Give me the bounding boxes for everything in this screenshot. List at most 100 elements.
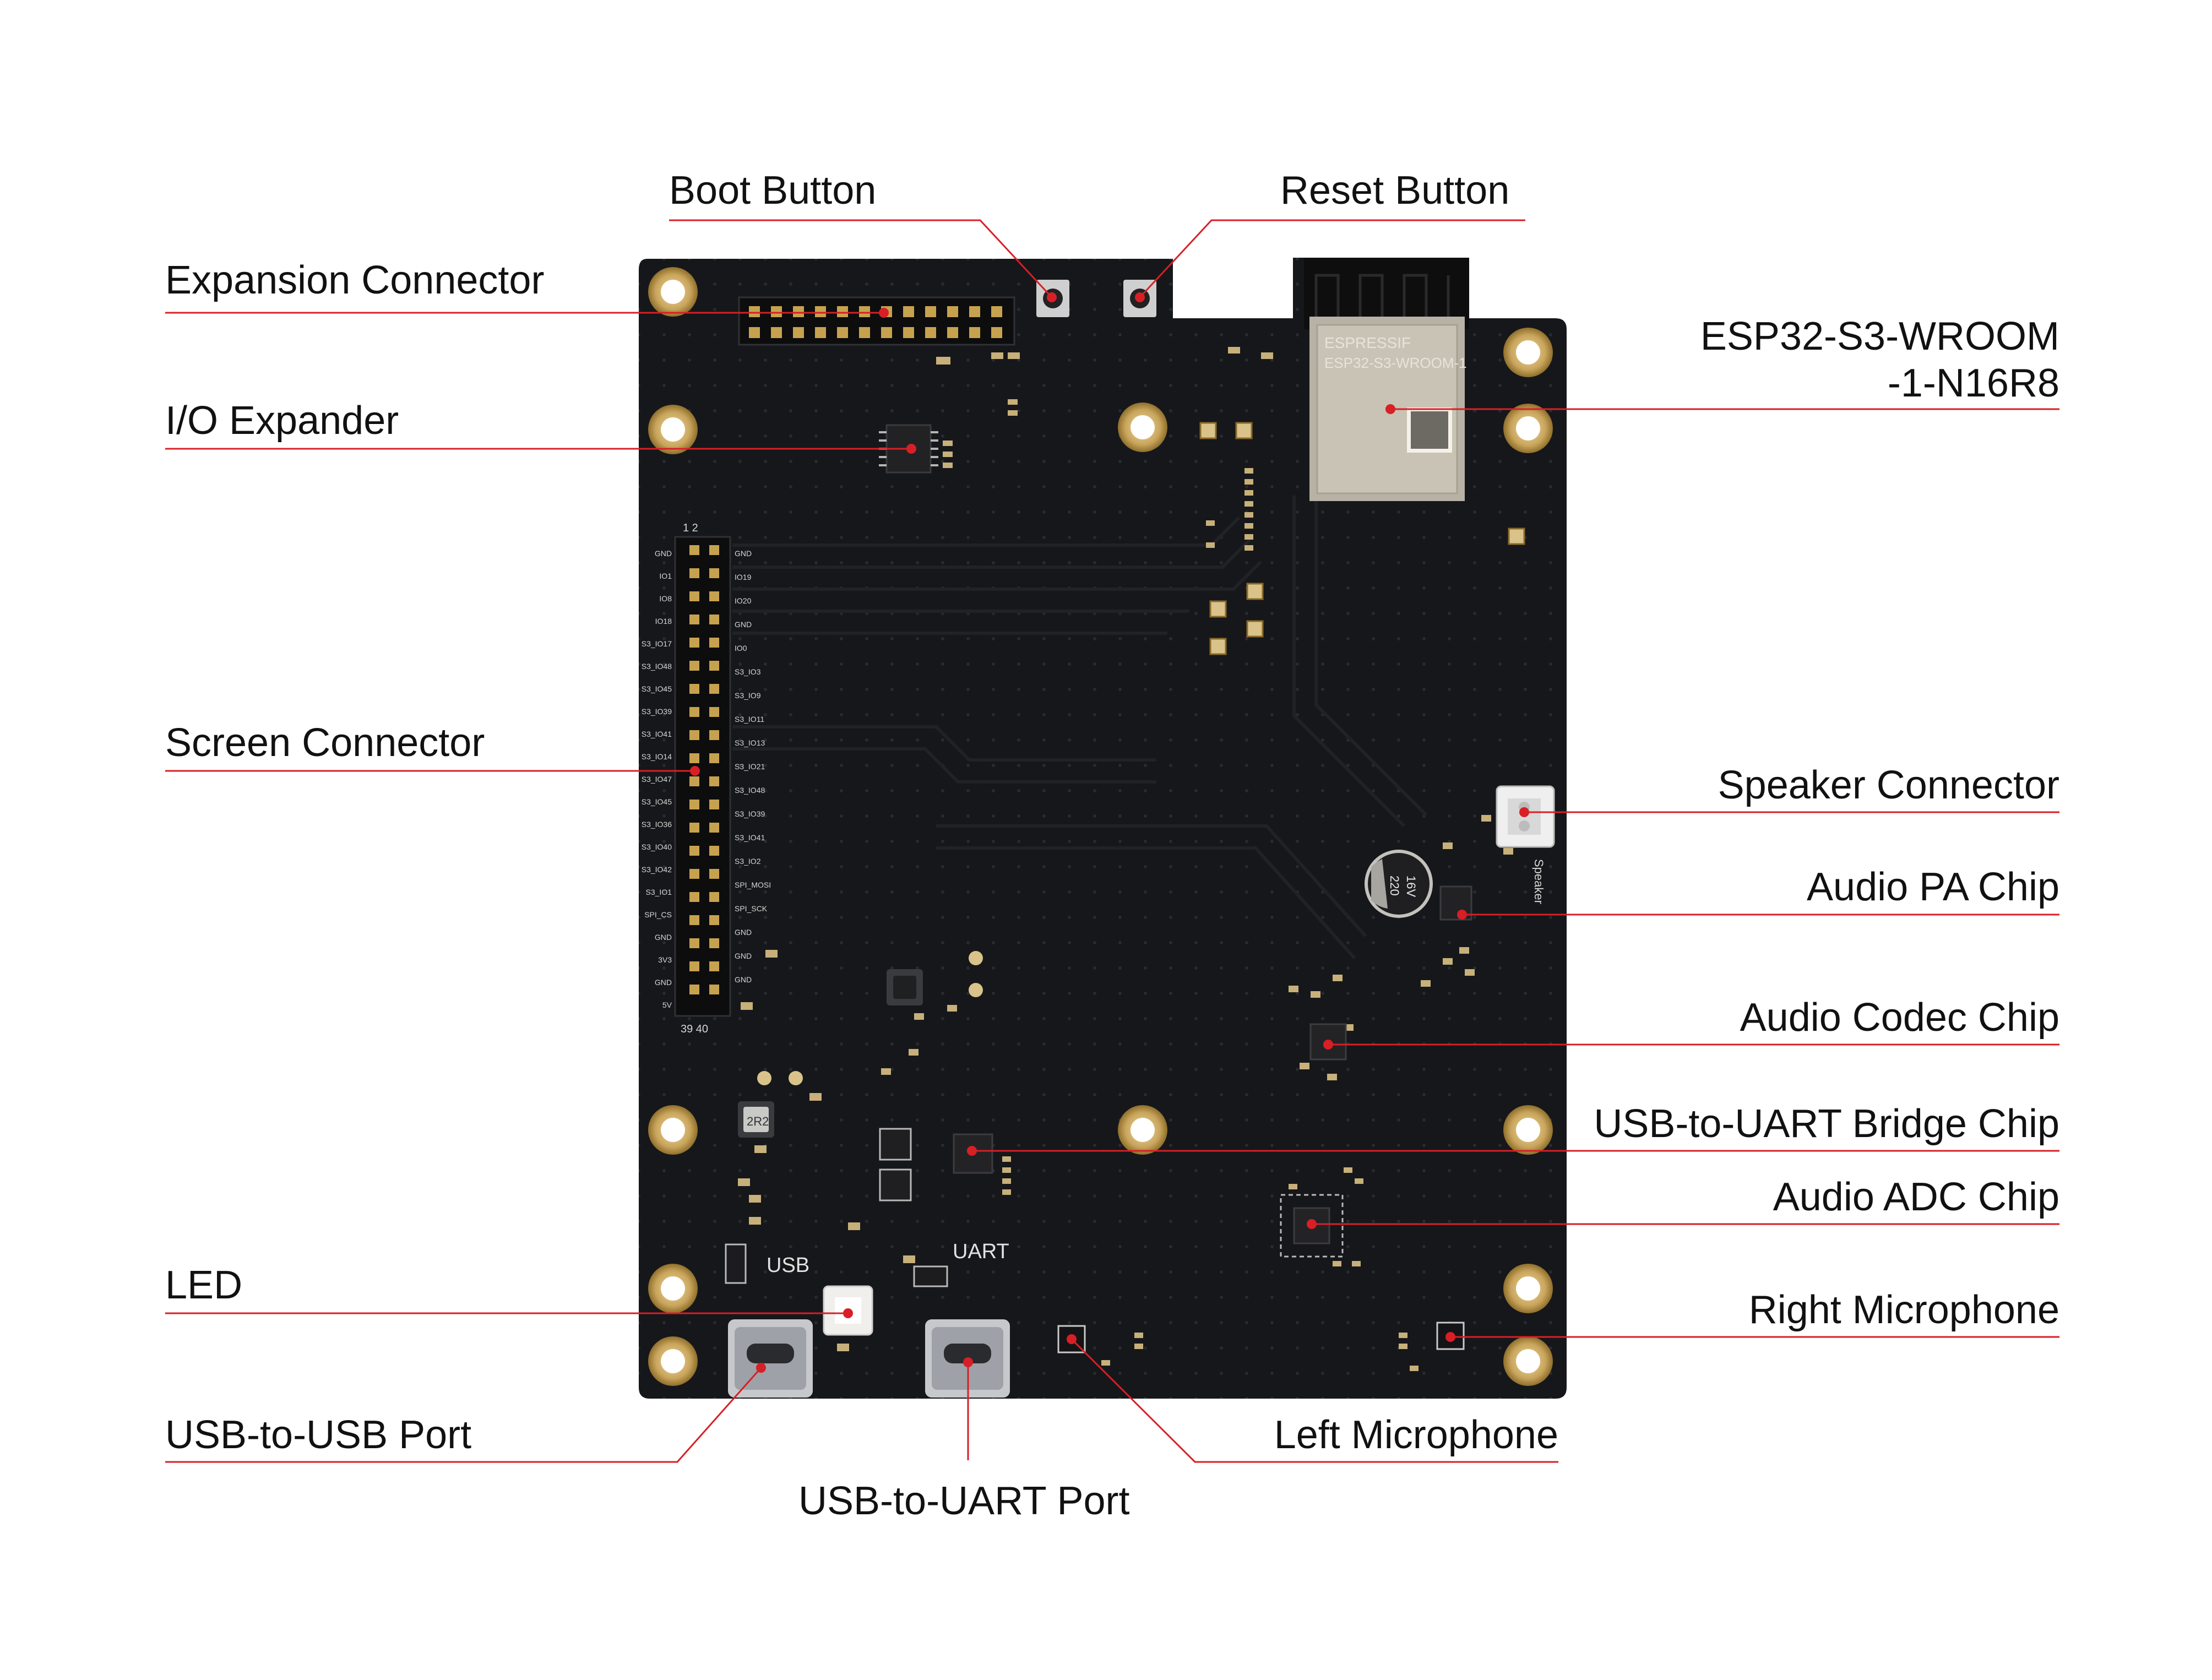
screen-pin: [689, 707, 699, 717]
usb-usb-port-part: [728, 1319, 813, 1398]
cap-mark-top: 220: [1388, 876, 1401, 896]
led-label: LED: [165, 1263, 243, 1307]
screen-pin: [689, 915, 699, 925]
screen-pin-label-left: IO8: [659, 594, 672, 603]
screen-pin-label-right: S3_IO48: [735, 786, 765, 795]
screen-connector-label: Screen Connector: [165, 721, 485, 765]
screen-pin: [709, 753, 719, 763]
expansion-pin: [793, 327, 804, 338]
screen-pin: [709, 684, 719, 694]
speaker-silk: Speaker: [1532, 859, 1546, 904]
screen-pin: [689, 985, 699, 994]
screen-pin: [689, 846, 699, 856]
right-microphone-label: Right Microphone: [1748, 1288, 2059, 1332]
audio-adc-chip-label: Audio ADC Chip: [1773, 1175, 2059, 1219]
expansion-pin: [881, 327, 892, 338]
expansion-pin: [903, 327, 914, 338]
screen-pin: [689, 753, 699, 763]
callout-dots: [690, 292, 1529, 1373]
screen-pin: [689, 545, 699, 555]
io-expander-label: I/O Expander: [165, 399, 399, 443]
inductor-1: [887, 969, 923, 1005]
screen-pin-label-right: IO20: [735, 596, 752, 605]
screen-pin-label-right: GND: [735, 549, 752, 558]
expansion-pin: [749, 327, 760, 338]
screen-pin: [709, 730, 719, 740]
gold-pads: [757, 951, 983, 1085]
expansion-pin: [793, 306, 804, 317]
screen-pin: [709, 545, 719, 555]
expansion-pin: [771, 306, 782, 317]
screen-pin: [709, 661, 719, 671]
test-pads: [1199, 422, 1525, 655]
screen-pin-label-left: 3V3: [658, 955, 672, 964]
screen-pin-label-left: GND: [655, 978, 672, 987]
screen-pin: [689, 591, 699, 601]
electrolytic-capacitor: 220 16V: [1365, 850, 1433, 918]
screen-pin-label-left: S3_IO36: [642, 820, 672, 829]
usb-uart-bridge-chip-label: USB-to-UART Bridge Chip: [1594, 1102, 2059, 1146]
expansion-pin: [991, 306, 1002, 317]
screen-pin-label-right: IO0: [735, 644, 747, 653]
reset-button-label: Reset Button: [1280, 168, 1510, 213]
cap-mark-bottom: 16V: [1404, 876, 1418, 897]
screen-pin: [709, 591, 719, 601]
expansion-header: [738, 296, 1015, 346]
screen-pin-label-right: GND: [735, 620, 752, 629]
screen-pin-label-right: GND: [735, 952, 752, 960]
expansion-pin: [837, 306, 848, 317]
screen-pin-label-left: S3_IO42: [642, 865, 672, 874]
expansion-pin: [925, 306, 936, 317]
screen-pin-label-left: S3_IO48: [642, 662, 672, 671]
screen-pin: [709, 638, 719, 648]
screen-pin-label-right: S3_IO21: [735, 762, 765, 771]
screen-pin-label-right: S3_IO41: [735, 833, 765, 842]
screen-pin-label-left: SPI_CS: [644, 910, 672, 919]
screen-pin-label-right: GND: [735, 928, 752, 937]
expansion-pin: [947, 306, 958, 317]
screen-pin: [689, 730, 699, 740]
pcb-traces: [732, 496, 1428, 960]
screen-header: 1 2 39 40 GNDIO1IO8IO18S3_IO17S3_IO48S3_…: [642, 522, 771, 1035]
expansion-pin: [969, 306, 980, 317]
screen-pin-label-right: S3_IO2: [735, 857, 761, 866]
screen-pin-label-left: S3_IO45: [642, 797, 672, 806]
screen-pin: [689, 684, 699, 694]
screen-pin: [709, 961, 719, 971]
esp-module: ESPRESSIF ESP32-S3-WROOM-1: [1304, 258, 1469, 501]
screen-pin-label-right: S3_IO39: [735, 809, 765, 818]
inductor-2: 2R2: [738, 1101, 774, 1138]
usb-usb-port-label: USB-to-USB Port: [165, 1413, 472, 1457]
screen-pin-label-right: S3_IO3: [735, 667, 761, 676]
screen-pin: [709, 892, 719, 902]
screen-pin: [709, 823, 719, 833]
screen-pin: [709, 915, 719, 925]
screen-pin-bottom: 39 40: [681, 1023, 708, 1035]
screen-pin-label-right: IO19: [735, 573, 752, 581]
expansion-pin: [859, 306, 870, 317]
expansion-connector-label: Expansion Connector: [165, 258, 545, 302]
screen-pin: [689, 638, 699, 648]
screen-pin-label-left: S3_IO17: [642, 639, 672, 648]
screen-pin: [709, 938, 719, 948]
module-brand: ESPRESSIF: [1324, 334, 1411, 351]
expansion-pin: [925, 327, 936, 338]
screen-pin: [689, 869, 699, 879]
screen-pin-label-right: GND: [735, 975, 752, 984]
screen-pin: [709, 615, 719, 624]
screen-pin: [689, 823, 699, 833]
expansion-pin: [749, 306, 760, 317]
passive-components: [738, 347, 1513, 1371]
screen-pin-label-left: S3_IO39: [642, 707, 672, 716]
mounting-holes: [648, 267, 1553, 1386]
screen-pin-label-right: S3_IO13: [735, 738, 765, 747]
screen-pin-label-right: SPI_MOSI: [735, 880, 771, 889]
inductor-mark: 2R2: [747, 1114, 769, 1128]
screen-pin-label-left: IO18: [655, 617, 672, 626]
screen-pin-label-right: S3_IO9: [735, 691, 761, 700]
screen-pin-label-left: S3_IO41: [642, 730, 672, 738]
audio-pa-chip-label: Audio PA Chip: [1807, 865, 2059, 909]
screen-pin: [689, 661, 699, 671]
screen-pin-label-left: 5V: [662, 1001, 672, 1009]
